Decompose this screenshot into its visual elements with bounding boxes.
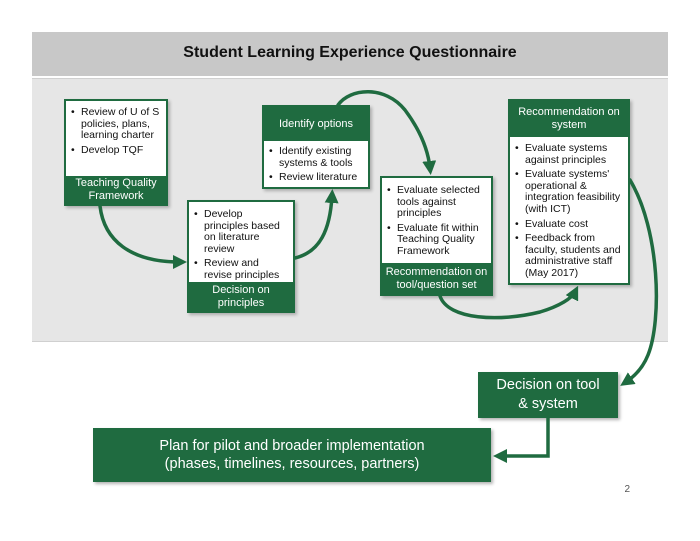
recommendation-tool-footer: Recommendation on tool/question set (382, 263, 491, 294)
list-item: Evaluate fit within Teaching Quality Fra… (386, 222, 487, 258)
arrow-decision-to-plan (493, 416, 550, 463)
recommendation-system-header: Recommendation on system (510, 101, 628, 137)
title-band: Student Learning Experience Questionnair… (32, 32, 668, 76)
identify-options-header: Identify options (264, 107, 368, 141)
footer-line: tool/question set (396, 279, 477, 291)
list-item: Review literature (268, 172, 364, 184)
identify-options-items: Identify existing systems & tools Review… (264, 141, 368, 184)
footer-line: Teaching Quality (75, 177, 157, 189)
list-item: Review of U of S policies, plans, learni… (70, 106, 162, 142)
footer-line: Framework (88, 190, 144, 202)
list-item: Identify existing systems & tools (268, 145, 364, 169)
page-number: 2 (624, 484, 630, 495)
header-line: Recommendation on (518, 106, 620, 118)
decision-tool-system-box: Decision on tool & system (478, 372, 618, 418)
list-item: Develop TQF (70, 144, 162, 157)
header-line: Identify options (279, 118, 353, 130)
list-item: Evaluate systems' operational & integrat… (514, 168, 624, 215)
recommendation-tool-box: Evaluate selected tools against principl… (380, 176, 493, 296)
decision-principles-box: Develop principles based on literature r… (187, 200, 295, 313)
footer-line: principles (217, 297, 265, 309)
footer-line: Recommendation on (385, 266, 488, 278)
decision-line: & system (518, 396, 578, 412)
decision-principles-footer: Decision on principles (189, 282, 293, 311)
plan-box: Plan for pilot and broader implementatio… (93, 428, 491, 482)
decision-line: Decision on tool (496, 377, 600, 393)
list-item: Evaluate systems against principles (514, 142, 624, 166)
recommendation-system-items: Evaluate systems against principles Eval… (510, 137, 628, 280)
plan-line: Plan for pilot and broader implementatio… (159, 438, 425, 454)
list-item: Feedback from faculty, students and admi… (514, 232, 624, 279)
teaching-quality-items: Review of U of S policies, plans, learni… (66, 101, 166, 156)
list-item: Evaluate selected tools against principl… (386, 184, 487, 220)
recommendation-tool-items: Evaluate selected tools against principl… (382, 178, 491, 258)
decision-principles-items: Develop principles based on literature r… (189, 202, 293, 282)
slide-title: Student Learning Experience Questionnair… (183, 44, 517, 61)
teaching-quality-footer: Teaching Quality Framework (66, 176, 166, 204)
teaching-quality-box: Review of U of S policies, plans, learni… (64, 99, 168, 206)
footer-line: Decision on (212, 284, 270, 296)
plan-line: (phases, timelines, resources, partners) (164, 456, 420, 472)
list-item: Evaluate cost (514, 218, 624, 231)
list-item: Develop principles based on literature r… (193, 208, 289, 255)
identify-options-box: Identify options Identify existing syste… (262, 105, 370, 189)
list-item: Review and revise principles (193, 258, 289, 281)
recommendation-system-box: Recommendation on system Evaluate system… (508, 99, 630, 285)
header-line: system (551, 119, 587, 131)
